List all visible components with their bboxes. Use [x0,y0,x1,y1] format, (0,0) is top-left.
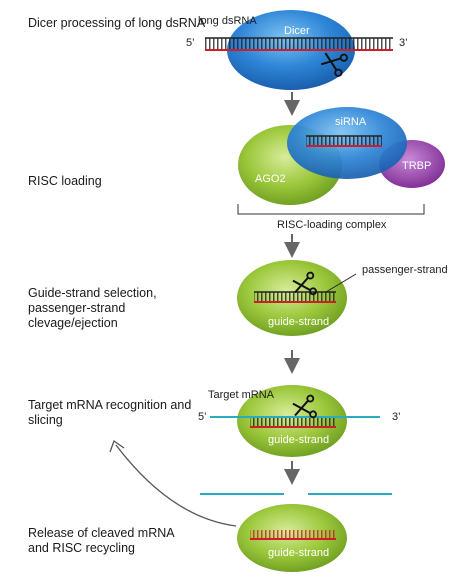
stage-label-target-recognition: Target mRNA recognition and slicing [28,398,192,427]
stage-target-recognition: Target mRNA 5’ 3’ guide-strand [198,385,401,457]
passenger-strand-pointer [325,273,357,293]
stage-label-dicer-processing: Dicer processing of long dsRNA [28,16,206,30]
five-prime-label-1: 5’ [186,37,195,49]
three-prime-label-1: 3’ [399,37,408,49]
stage-label-guide-strand-selection: Guide-strand selection, passenger-strand… [28,286,157,330]
passenger-strand-label: passenger-strand [362,264,448,276]
risc-loading-complex-label: RISC-loading complex [277,219,387,231]
guide-strand-rungs-3 [250,530,336,539]
ago2-label: AGO2 [255,173,286,185]
five-prime-label-2: 5’ [198,411,207,423]
mrna-guide-rungs [250,417,336,427]
scissors-icon-3 [292,394,317,419]
long-dsrna-rungs [205,38,393,49]
risc-loading-bracket [237,204,425,215]
sirna-label: siRNA [335,116,367,128]
stage-label-release-recycling: Release of cleaved mRNA and RISC recycli… [28,526,174,555]
stage-label-risc-loading: RISC loading [28,174,102,188]
guide-strand-label-1: guide-strand [268,316,329,328]
three-prime-label-2: 3’ [392,411,401,423]
sirna-rungs [306,136,382,146]
trbp-label: TRBP [402,160,431,172]
guide-strand-label-3: guide-strand [268,547,329,559]
scissors-icon-1 [320,52,348,77]
stage-risc-loading: siRNA AGO2 TRBP RISC-loading complex [237,107,445,231]
recycling-arrow [115,444,237,527]
stage-guide-selection: passenger-strand guide-strand [237,260,448,336]
target-mrna-label: Target mRNA [208,389,275,401]
long-dsrna-label: long dsRNA [198,15,257,27]
recycling-arrowhead [109,439,125,453]
scissors-icon-2 [292,271,317,296]
stage-release-recycling: guide-strand [109,439,392,572]
guide-strand-label-2: guide-strand [268,434,329,446]
stage-dicer: long dsRNA Dicer 5’ 3’ [186,10,408,90]
passenger-guide-rungs [254,292,336,302]
dicer-label: Dicer [284,25,310,37]
